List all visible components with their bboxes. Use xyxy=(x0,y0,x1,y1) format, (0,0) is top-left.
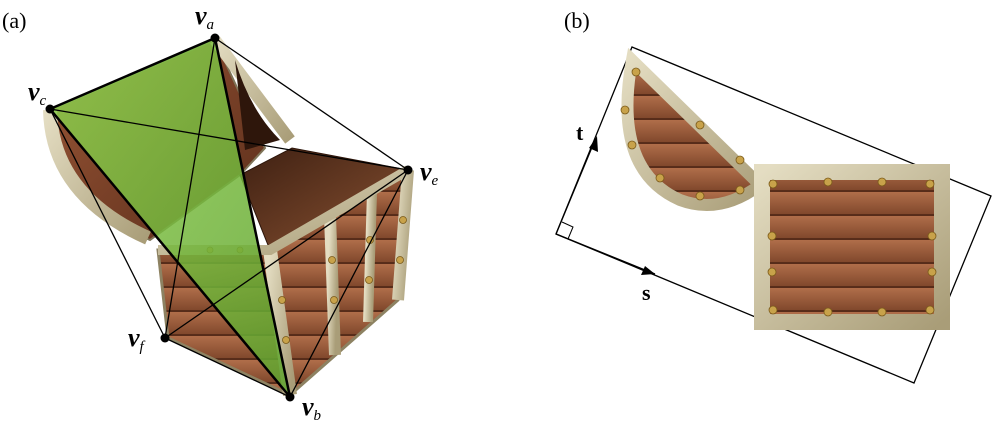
vertex-f-dot xyxy=(160,333,170,343)
vertex-e-label: ve xyxy=(420,157,439,189)
panel-a: (a) xyxy=(2,1,439,424)
vertex-c-dot xyxy=(45,104,55,114)
panel-b-label: (b) xyxy=(564,8,590,33)
right-angle-marker xyxy=(561,221,574,240)
vertex-b-dot xyxy=(285,392,295,402)
vertex-b-label: vb xyxy=(302,392,322,424)
box-texture-b xyxy=(754,164,950,330)
lid-texture-b xyxy=(620,47,770,211)
vertex-e-dot xyxy=(403,165,413,175)
vertex-f-label: vf xyxy=(128,323,146,355)
s-axis-arrow xyxy=(555,233,656,275)
vertex-a-label: va xyxy=(195,1,214,33)
vertex-c-label: vc xyxy=(28,77,47,109)
vertex-a-dot xyxy=(210,33,220,43)
vertex-dots xyxy=(45,33,413,402)
panel-a-label: (a) xyxy=(2,8,26,33)
wireframe-lines xyxy=(49,37,409,398)
t-axis-arrow xyxy=(555,136,598,235)
s-axis-label: s xyxy=(642,280,651,305)
t-axis-label: t xyxy=(576,120,584,145)
panel-b: (b) t s xyxy=(555,8,992,384)
